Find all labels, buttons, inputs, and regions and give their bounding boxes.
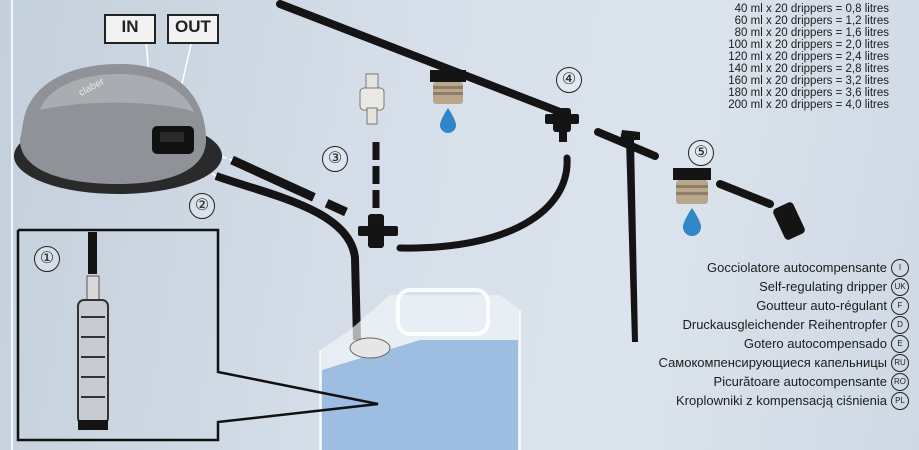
caption-russian: Самокомпенсирующиеся капельницы [658, 355, 887, 370]
callout-one: ① [34, 246, 60, 272]
caption-german: Druckausgleichender Reihentropfer [682, 317, 887, 332]
language-badge: RU [891, 354, 909, 372]
tee-connector [545, 108, 579, 142]
capacity-row: 40 ml x 20 drippers = 0,8 litres [734, 3, 889, 15]
suction-tube [214, 172, 361, 341]
capacity-row: 80 ml x 20 drippers = 1,6 litres [734, 27, 889, 39]
caption-french: Goutteur auto-régulant [756, 298, 887, 313]
filter-inset [16, 228, 379, 442]
callout-five: ⑤ [688, 140, 714, 166]
end-plug [773, 202, 805, 240]
out-port-label: OUT [167, 14, 219, 44]
capacity-table: 40 ml x 20 drippers = 0,8 litres 60 ml x… [728, 3, 889, 111]
tee-connector [358, 214, 398, 248]
main-drip-line [276, 0, 564, 116]
capacity-row: 200 ml x 20 drippers = 4,0 litres [728, 99, 889, 111]
capacity-row: 60 ml x 20 drippers = 1,2 litres [734, 15, 889, 27]
pump-device [14, 64, 222, 194]
feed-tube [230, 155, 348, 217]
caption-english: Self-regulating dripper [759, 279, 887, 294]
dripper-top [430, 70, 466, 133]
language-badge: PL [891, 392, 909, 410]
dripper-five [673, 168, 711, 236]
capacity-row: 160 ml x 20 drippers = 3,2 litres [728, 75, 889, 87]
caption-polish: Kroplowniki z kompensacją ciśnienia [676, 393, 887, 408]
capacity-row: 100 ml x 20 drippers = 2,0 litres [728, 39, 889, 51]
capacity-row: 180 ml x 20 drippers = 3,6 litres [728, 87, 889, 99]
language-badge: D [891, 316, 909, 334]
water-canister [319, 288, 521, 450]
language-badge: UK [891, 278, 909, 296]
caption-romanian: Picurătoare autocompensante [713, 374, 887, 389]
language-badge: I [891, 259, 909, 277]
language-badge: F [891, 297, 909, 315]
callout-three: ③ [322, 146, 348, 172]
branch-tube [396, 154, 571, 252]
caption-italian: Gocciolatore autocompensante [707, 260, 887, 275]
in-port-label: IN [104, 14, 156, 44]
language-badge: E [891, 335, 909, 353]
stake [620, 130, 640, 342]
drip-line-segment [716, 180, 774, 208]
callout-two: ② [189, 193, 215, 219]
barbed-fitting [359, 73, 385, 125]
caption-spanish: Gotero autocompensado [743, 336, 887, 351]
language-badge: RO [891, 373, 909, 391]
callout-four: ④ [556, 67, 582, 93]
capacity-row: 140 ml x 20 drippers = 2,8 litres [728, 63, 889, 75]
capacity-row: 120 ml x 20 drippers = 2,4 litres [728, 51, 889, 63]
